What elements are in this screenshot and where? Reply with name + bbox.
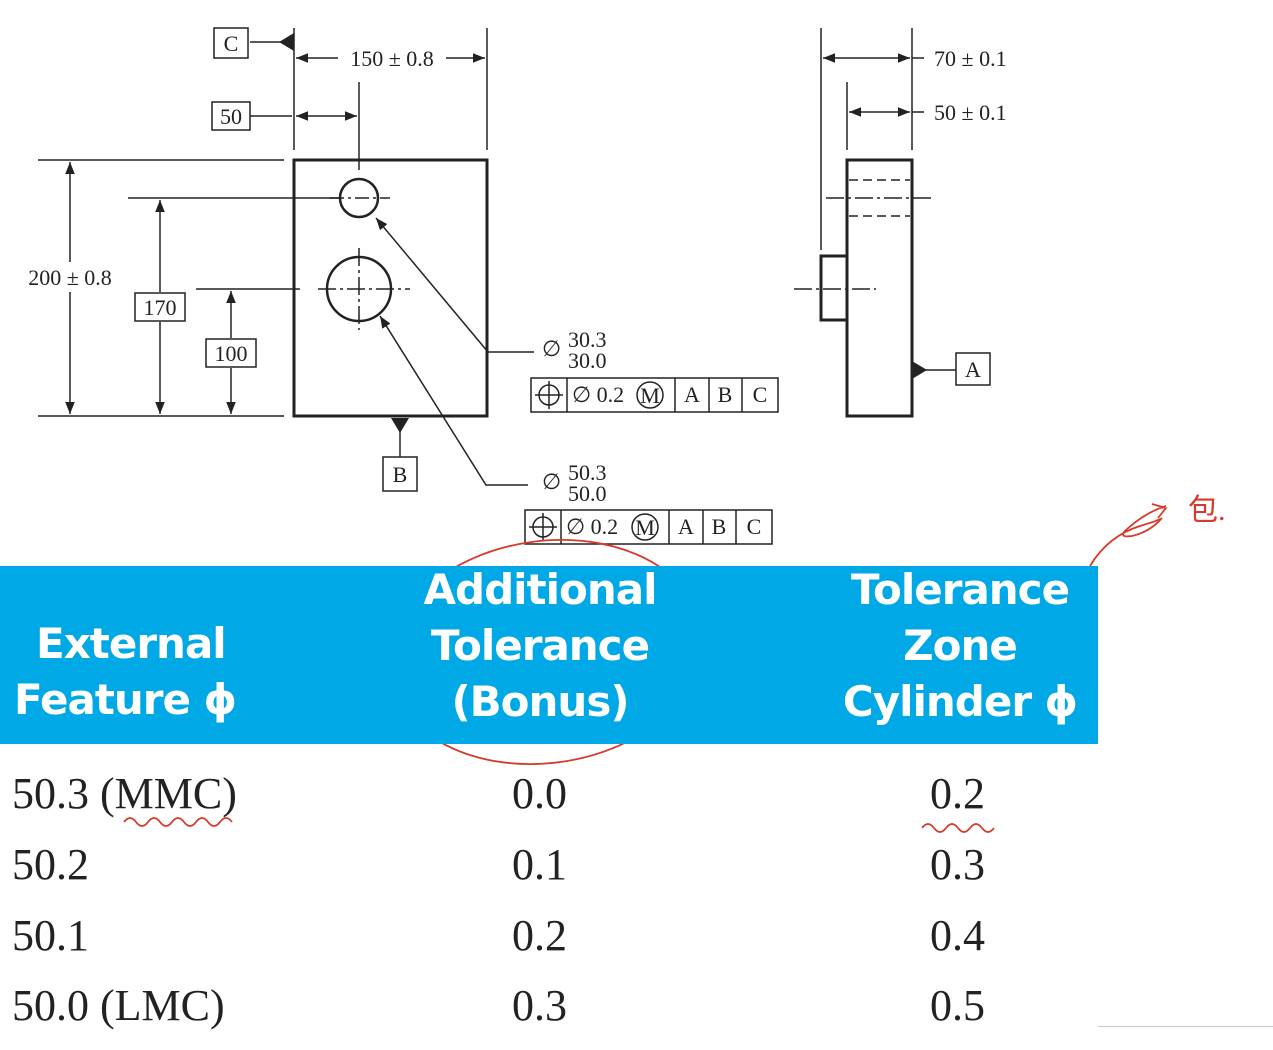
feature-control-frame-2 bbox=[524, 509, 773, 545]
hole2-upper-limit: 50.3 bbox=[568, 460, 607, 485]
datum-c-label: C bbox=[224, 31, 239, 56]
cell-bonus: 0.0 bbox=[512, 769, 567, 818]
dim-height: 200 ± 0.8 bbox=[28, 265, 112, 290]
table-header bbox=[0, 566, 1098, 744]
hole2-lower-limit: 50.0 bbox=[568, 481, 607, 506]
header-line: (Bonus) bbox=[451, 677, 629, 726]
table-row: 50.2 0.1 0.3 bbox=[0, 839, 1098, 909]
underline-zone bbox=[921, 823, 995, 833]
side-view-boss bbox=[819, 254, 849, 322]
cell-feature: 50.1 bbox=[12, 911, 89, 960]
cell-zone: 0.2 bbox=[930, 769, 985, 818]
feature-control-frame-1 bbox=[530, 377, 779, 413]
fcf1-datum-b: B bbox=[718, 382, 733, 407]
header-tolerance-zone: Tolerance Zone Cylinder ϕ bbox=[810, 562, 1110, 730]
handwritten-note: 包. bbox=[1188, 494, 1226, 527]
header-external-feature: External Feature ϕ bbox=[14, 616, 314, 728]
cell-feature: 50.3 (MMC) bbox=[12, 769, 237, 818]
header-line: Cylinder ϕ bbox=[842, 677, 1078, 726]
datum-b-label: B bbox=[393, 462, 408, 487]
hole1-lower-limit: 30.0 bbox=[568, 348, 607, 373]
arrow-annotation bbox=[1089, 503, 1168, 567]
hole1-diameter-symbol: ∅ bbox=[542, 336, 561, 361]
cell-zone: 0.4 bbox=[930, 911, 985, 960]
dim-hole1-y: 170 bbox=[144, 295, 177, 320]
underline-mmc bbox=[123, 817, 233, 827]
dim-body: 50 ± 0.1 bbox=[934, 100, 1007, 125]
header-line: Zone bbox=[903, 621, 1018, 670]
mmc-icon bbox=[636, 381, 664, 409]
table-row: 50.3 (MMC) 0.0 0.2 bbox=[0, 768, 1098, 838]
header-line: Feature ϕ bbox=[14, 675, 237, 724]
cell-bonus: 0.1 bbox=[512, 840, 567, 889]
fcf2-datum-a: A bbox=[678, 514, 694, 539]
fcf1-modifier: M bbox=[640, 383, 660, 408]
dim-hole-x: 50 bbox=[220, 104, 242, 129]
cell-zone: 0.3 bbox=[930, 840, 985, 889]
cell-feature: 50.2 bbox=[12, 840, 89, 889]
fcf2-modifier: M bbox=[635, 515, 655, 540]
footer-divider bbox=[1098, 1026, 1273, 1027]
table-row: 50.1 0.2 0.4 bbox=[0, 910, 1098, 980]
dim-depth: 70 ± 0.1 bbox=[934, 46, 1007, 71]
fcf1-datum-a: A bbox=[684, 382, 700, 407]
hole2-diameter-symbol: ∅ bbox=[542, 469, 561, 494]
front-view bbox=[38, 27, 534, 492]
table-row: 50.0 (LMC) 0.3 0.5 bbox=[0, 980, 1098, 1050]
side-view bbox=[794, 28, 991, 418]
hole1-upper-limit: 30.3 bbox=[568, 327, 607, 352]
header-additional-tolerance: Additional Tolerance (Bonus) bbox=[390, 562, 690, 730]
cell-feature: 50.0 (LMC) bbox=[12, 981, 225, 1030]
dim-hole2-y: 100 bbox=[215, 341, 248, 366]
fcf1-tolerance: ∅ 0.2 bbox=[572, 382, 624, 407]
fcf2-tolerance: ∅ 0.2 bbox=[566, 514, 618, 539]
header-line: Additional bbox=[423, 565, 658, 614]
fcf1-datum-c: C bbox=[753, 382, 768, 407]
mmc-icon bbox=[631, 513, 659, 541]
cell-bonus: 0.2 bbox=[512, 911, 567, 960]
fcf2-datum-b: B bbox=[712, 514, 727, 539]
header-line: External bbox=[36, 619, 227, 668]
fcf2-datum-c: C bbox=[747, 514, 762, 539]
header-line: Tolerance bbox=[430, 621, 650, 670]
datum-a-label: A bbox=[965, 357, 981, 382]
dim-width: 150 ± 0.8 bbox=[350, 46, 434, 71]
header-line: Tolerance bbox=[850, 565, 1070, 614]
front-view-outline bbox=[292, 158, 489, 418]
cell-zone: 0.5 bbox=[930, 981, 985, 1030]
cell-bonus: 0.3 bbox=[512, 981, 567, 1030]
